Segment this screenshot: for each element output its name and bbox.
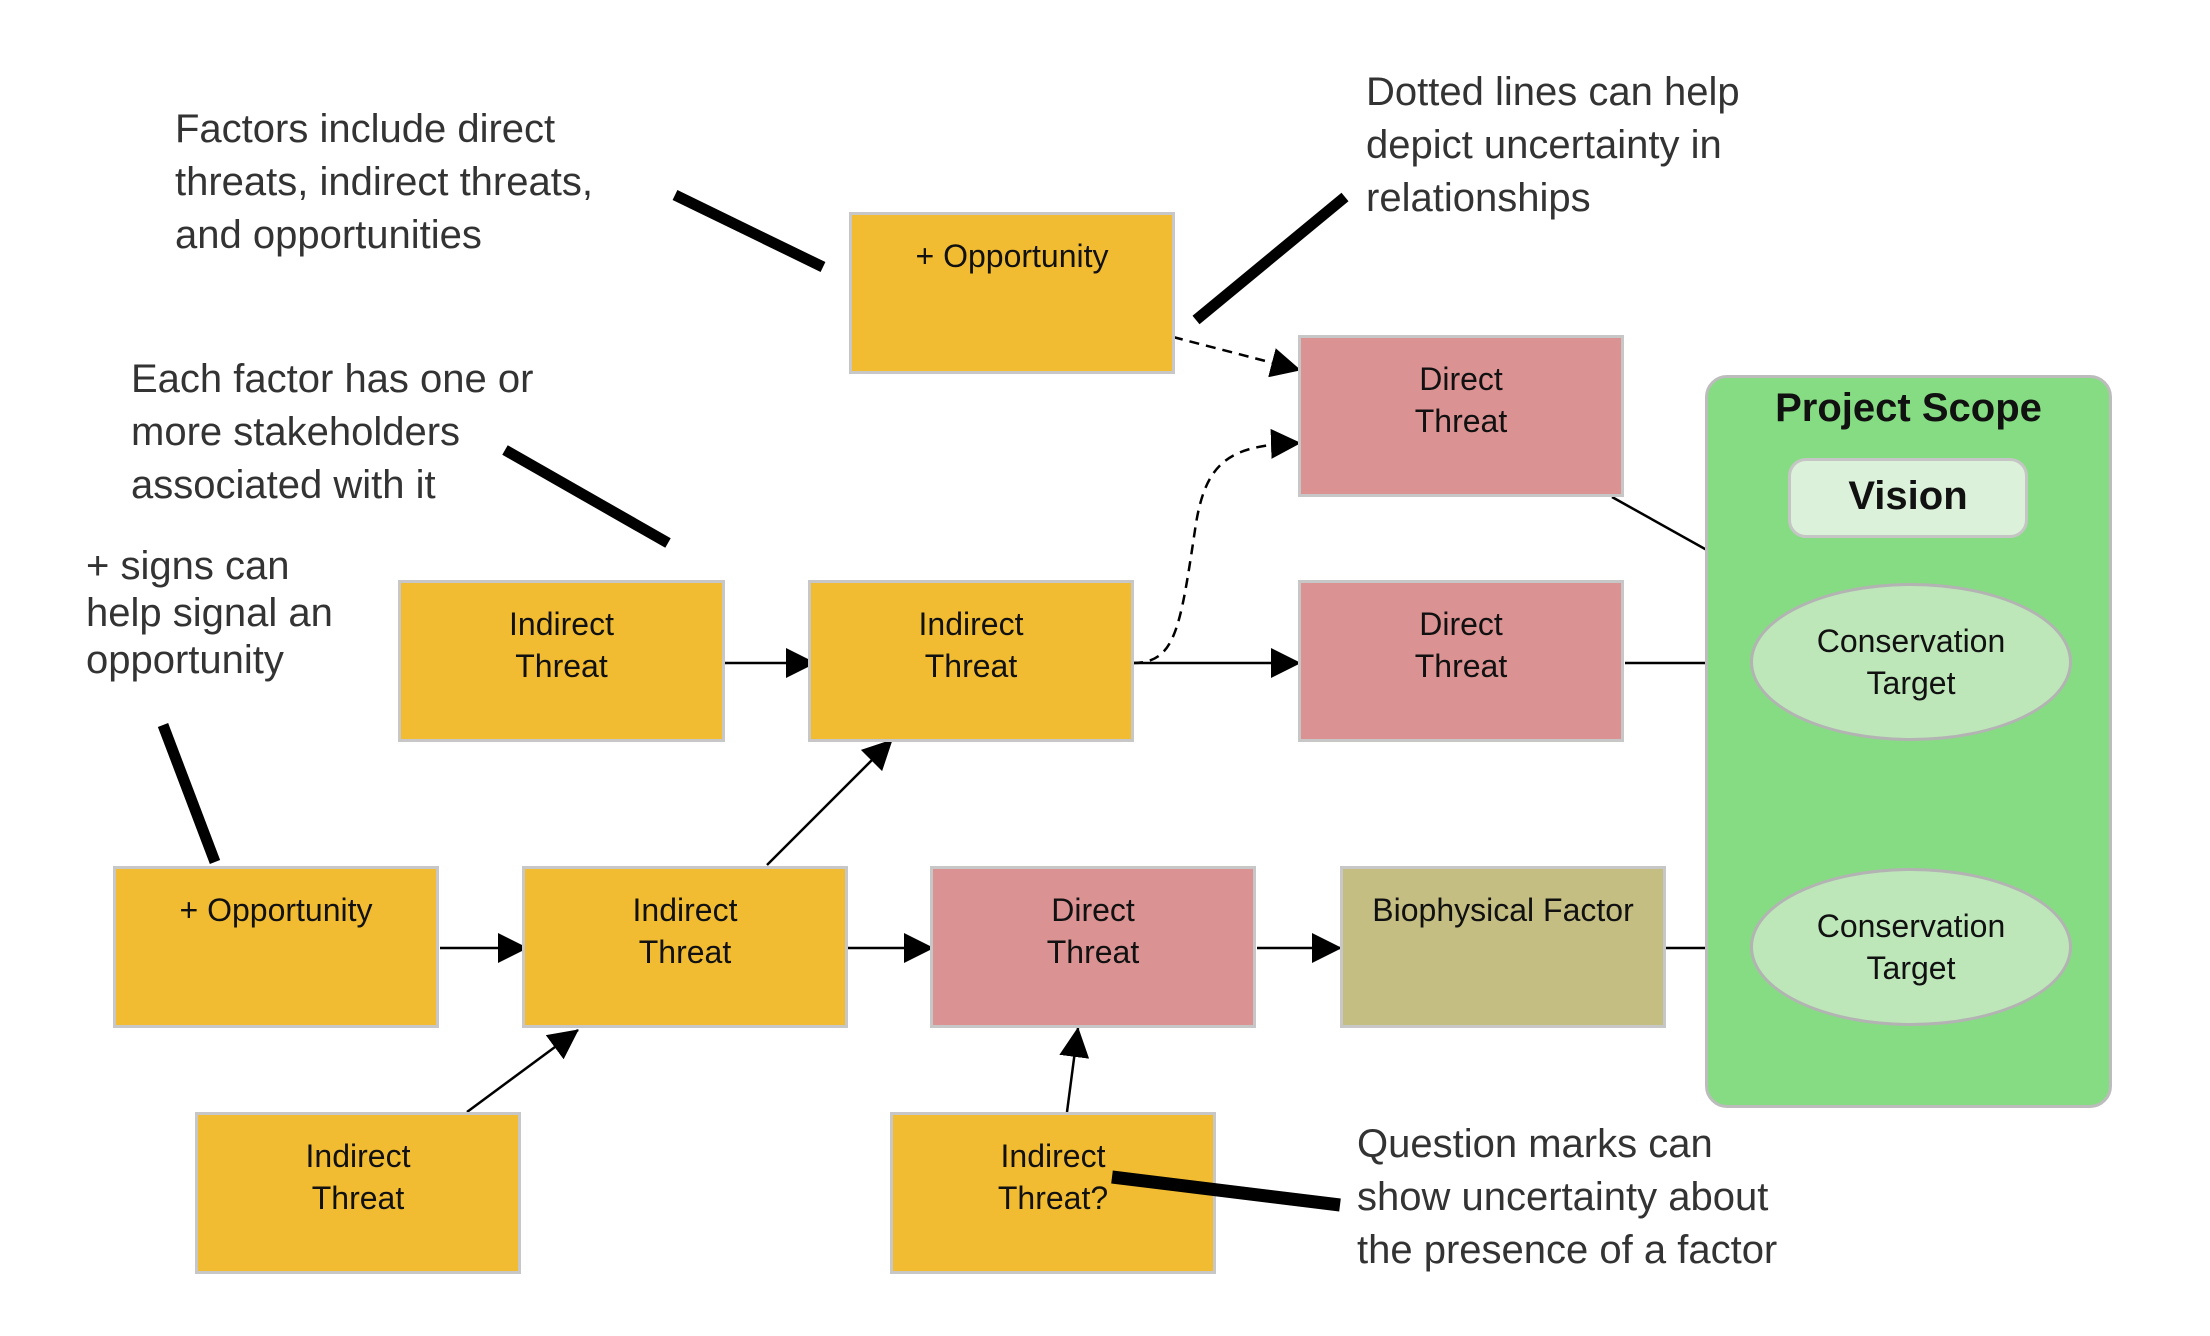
note-dotted-lines: Dotted lines can help depict uncertainty… <box>1366 66 1740 225</box>
indirect-threat-bottom-left: Indirect Threat <box>195 1112 521 1274</box>
node-label-line: Threat? <box>997 1180 1109 1216</box>
dashed-arrow-opportunity-to-direct <box>1172 335 1301 378</box>
note-line: Dotted lines can help <box>1366 70 1740 114</box>
node-label-line: Direct <box>1051 892 1135 928</box>
node-label-line: Indirect <box>1000 1138 1106 1174</box>
note-line: Question marks can <box>1357 1122 1713 1166</box>
node-label-line: Target <box>1866 950 1956 986</box>
indirect-threat-question: Indirect Threat? <box>890 1112 1216 1274</box>
arrow-question-to-direct-low <box>1059 1027 1090 1113</box>
opportunity-left: + Opportunity <box>113 866 439 1028</box>
callout-line-stakeholders <box>502 445 671 548</box>
node-label-line: + Opportunity <box>915 238 1109 274</box>
note-line: and opportunities <box>175 213 482 257</box>
node-label-line: Indirect <box>918 606 1024 642</box>
node-label-line: Threat <box>311 1180 405 1216</box>
arrow-indirect-low-to-indirect-mid <box>766 739 893 866</box>
opportunity-top: + Opportunity <box>849 212 1175 374</box>
note-line: associated with it <box>131 463 436 507</box>
indirect-threat-mid: Indirect Threat <box>808 580 1134 742</box>
node-label-line: Indirect <box>305 1138 411 1174</box>
direct-threat-top: Direct Threat <box>1298 335 1624 497</box>
node-label-line: Conservation <box>1816 623 2006 659</box>
direct-threat-low: Direct Threat <box>930 866 1256 1028</box>
note-line: opportunity <box>86 638 284 682</box>
note-line: Each factor has one or <box>131 357 534 401</box>
node-label-line: Indirect <box>509 606 614 642</box>
node-label-line: Indirect <box>632 892 738 928</box>
callout-line-factors <box>672 190 826 272</box>
conservation-target-top: Conservation Target <box>1750 583 2072 741</box>
node-label-line: Threat <box>1046 934 1140 970</box>
dashed-arrow-indirect-to-direct-top <box>1132 428 1301 665</box>
conservation-target-bottom: Conservation Target <box>1750 868 2072 1026</box>
callout-line-dotted <box>1192 192 1349 325</box>
note-line: show uncertainty about <box>1357 1175 1769 1219</box>
callout-line-question-marks <box>1111 1170 1341 1212</box>
node-label-line: Threat <box>1414 648 1508 684</box>
direct-threat-mid: Direct Threat <box>1298 580 1624 742</box>
node-label-line: Threat <box>515 648 608 684</box>
node-label-line: + Opportunity <box>179 892 373 928</box>
vision-box: Vision <box>1788 458 2028 538</box>
note-line: depict uncertainty in <box>1366 123 1722 167</box>
node-label-line: Direct <box>1419 606 1503 642</box>
note-factors-include: Factors include direct threats, indirect… <box>175 103 593 262</box>
note-line: threats, indirect threats, <box>175 160 593 204</box>
arrow-indirect-bottom-to-indirect-low <box>466 1028 579 1114</box>
node-label-line: Biophysical Factor <box>1372 892 1634 928</box>
node-label-line: Direct <box>1419 361 1503 397</box>
indirect-threat-mid-left: Indirect Threat <box>398 580 725 742</box>
note-line: + signs can <box>86 544 290 588</box>
note-line: more stakeholders <box>131 410 461 454</box>
project-scope-title: Project Scope <box>1775 386 2042 430</box>
note-line: relationships <box>1366 176 1591 220</box>
node-label-line: Target <box>1866 665 1956 701</box>
note-line: Factors include direct <box>175 107 556 151</box>
note-stakeholders: Each factor has one or more stakeholders… <box>131 353 533 512</box>
indirect-threat-low: Indirect Threat <box>522 866 848 1028</box>
note-line: the presence of a factor <box>1357 1228 1778 1272</box>
biophysical-factor: Biophysical Factor <box>1340 866 1666 1028</box>
node-label-line: Threat <box>924 648 1018 684</box>
note-plus-signs: + signs can help signal an opportunity <box>86 543 333 684</box>
note-line: help signal an <box>86 591 333 635</box>
node-label-line: Threat <box>1414 403 1508 439</box>
note-question-marks: Question marks can show uncertainty abou… <box>1357 1118 1777 1277</box>
node-label-line: Conservation <box>1816 908 2006 944</box>
node-label-line: Threat <box>638 934 732 970</box>
callout-line-plus-signs <box>157 723 221 864</box>
